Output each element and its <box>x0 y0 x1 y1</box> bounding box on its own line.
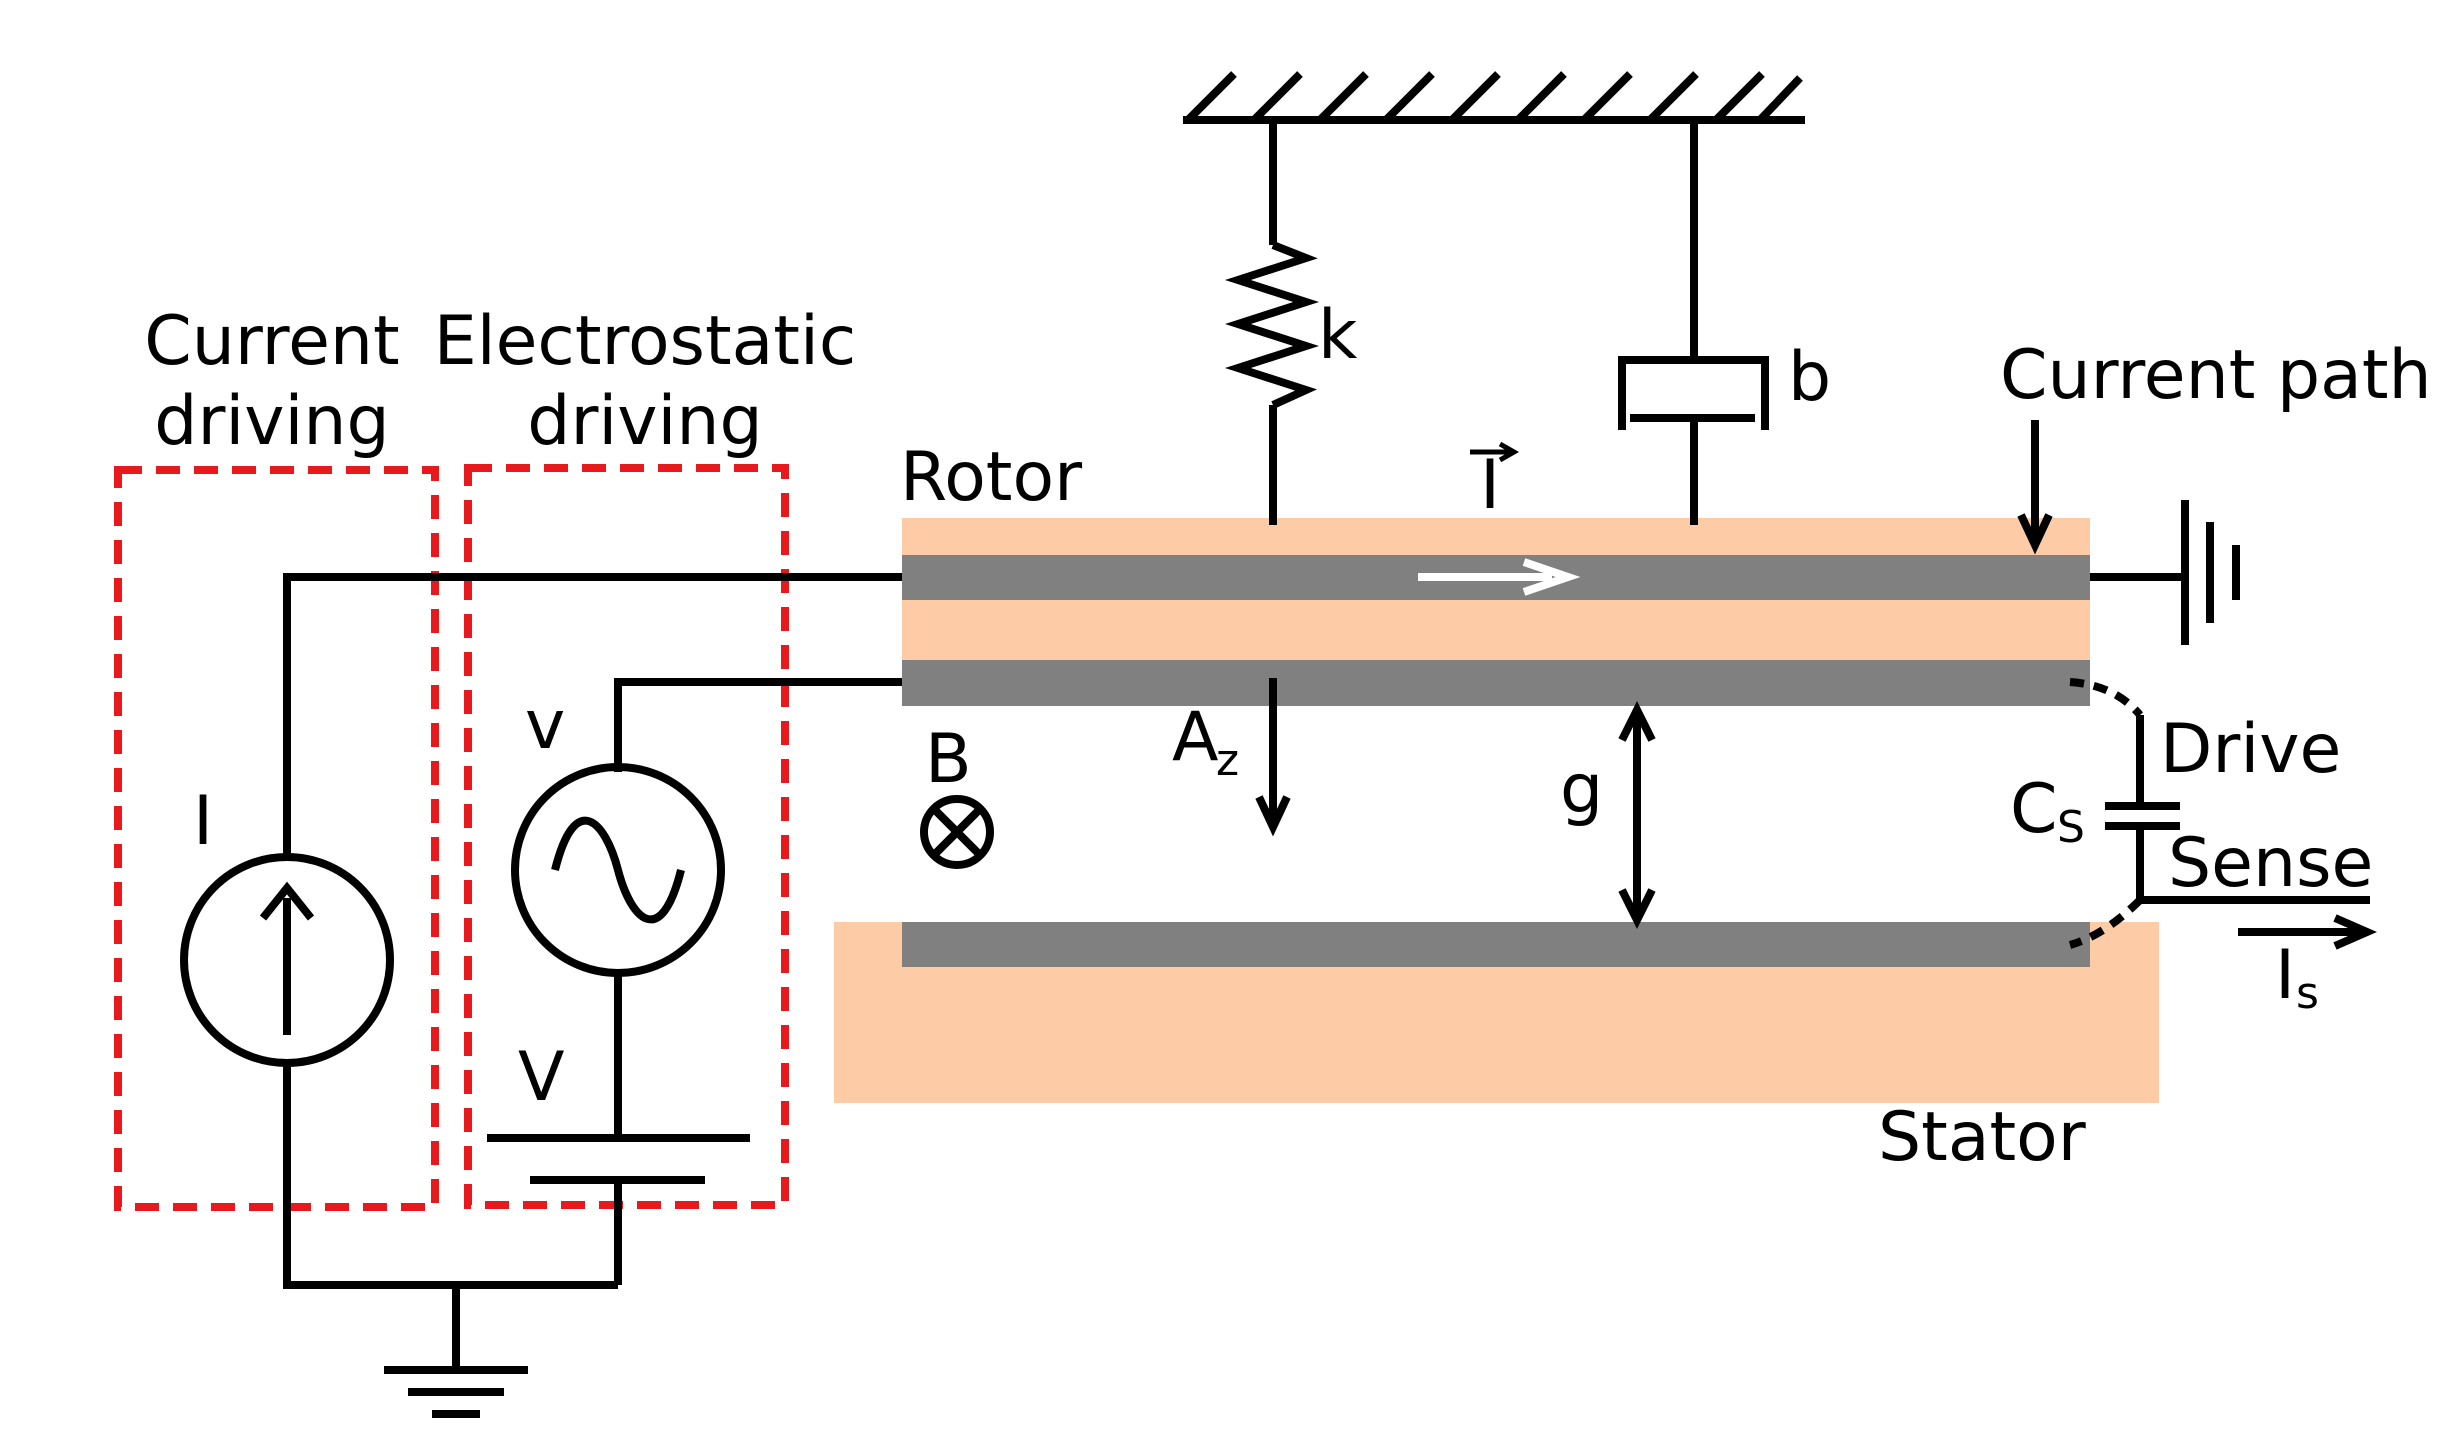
current-source <box>180 573 902 1289</box>
rotor-current-arrow <box>1418 558 1581 596</box>
stator-electrode <box>902 922 2090 967</box>
ac-source-label: v <box>525 686 565 765</box>
ground-icon <box>384 1285 528 1418</box>
gap-arrow <box>1618 701 1656 929</box>
current-source-label: I <box>193 782 213 861</box>
electrostatic-driving-box <box>464 464 789 1209</box>
fixed-anchor <box>1183 71 1805 124</box>
current-vector-label: I <box>1480 446 1500 525</box>
sense-current-label: I <box>2275 936 2295 1015</box>
current-path-label: Current path <box>2000 336 2432 415</box>
damper-label: b <box>1788 338 1831 417</box>
magnetic-field-into-page-icon <box>920 795 994 869</box>
gap-label: g <box>1560 750 1603 829</box>
current-path-arrow <box>2017 420 2053 555</box>
spring <box>1225 120 1319 525</box>
capacitor-label: C <box>2010 770 2057 849</box>
rotor-ground-icon <box>2090 500 2240 645</box>
rotor-label: Rotor <box>900 438 1082 517</box>
current-driving-label-line1: Current <box>144 302 399 381</box>
magnetic-field-label: B <box>925 720 972 799</box>
current-driving-label-line2: driving <box>154 382 389 461</box>
dc-source <box>487 1134 750 1285</box>
sense-label: Sense <box>2168 824 2373 903</box>
damper <box>1618 120 1769 525</box>
dc-source-label: V <box>518 1038 565 1117</box>
ac-source <box>511 678 902 1135</box>
electrostatic-driving-label-line2: driving <box>527 382 762 461</box>
area-label-subscript: z <box>1216 735 1239 786</box>
area-arrow <box>1255 678 1291 837</box>
sense-capacitor <box>2068 678 2370 949</box>
sense-current-label-subscript: s <box>2296 968 2319 1019</box>
current-driving-box <box>114 466 439 1211</box>
electrostatic-driving-label-line1: Electrostatic <box>434 302 857 381</box>
spring-label: k <box>1318 296 1358 375</box>
current-vector-arrow-icon <box>1470 441 1520 463</box>
sense-current-arrow <box>2238 914 2377 950</box>
capacitor-label-subscript: S <box>2057 802 2085 853</box>
area-label: A <box>1172 698 1219 777</box>
rotor-bottom-electrode <box>902 660 2090 706</box>
drive-label: Drive <box>2160 710 2341 789</box>
stator-label: Stator <box>1878 1098 2086 1177</box>
